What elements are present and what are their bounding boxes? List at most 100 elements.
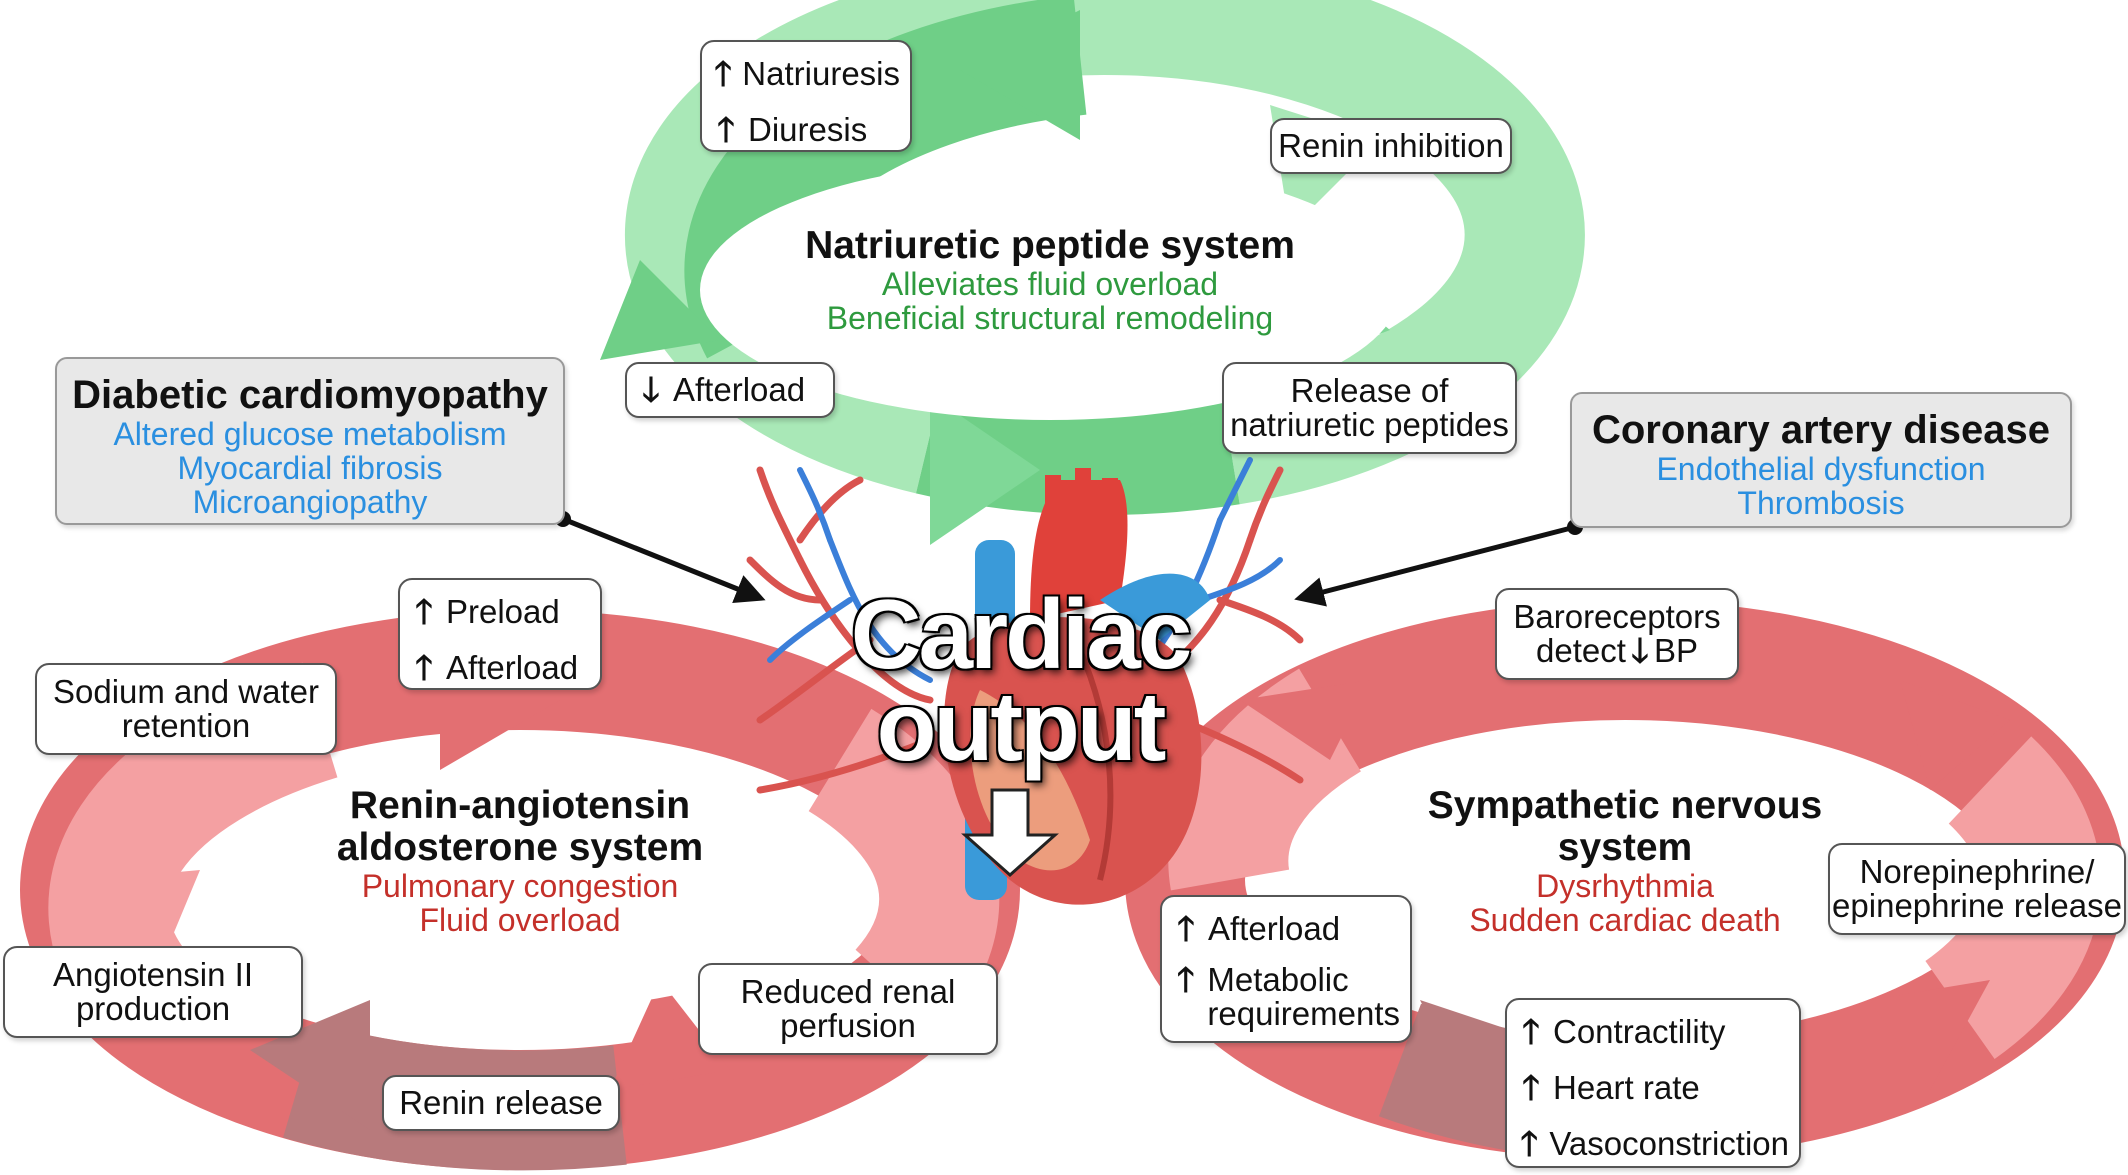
sns-sub1: Dysrhythmia [1536,868,1714,904]
raas-title-line2: aldosterone system [336,826,704,869]
release-natriuretic-box: Release of natriuretic peptides [1222,362,1517,454]
cardiac-output-label: Cardiac output [830,579,1210,781]
coronary-sub1: Endothelial dysfunction [1656,451,1986,487]
up-arrow-icon: 🡑 [717,110,735,150]
raas-title-line1: Renin-angiotensin [349,784,691,827]
baro-line1: Baroreceptors [1513,598,1721,635]
sns-afterload-row: 🡑Afterload [1172,901,1400,957]
sns-system-label: Sympathetic nervous system Dysrhythmia S… [1390,785,1860,938]
preload-text: Preload [446,593,560,630]
afterload-decrease-box: 🡓 Afterload [625,362,835,418]
renal-line1: Reduced renal [740,973,956,1010]
sns-sub2: Sudden cardiac death [1469,902,1781,938]
baro-detect-text: detect [1536,632,1626,669]
natriuretic-cycle-center [700,160,1400,420]
pulmonary-artery [1100,573,1210,640]
sns-cycle-center [1305,760,1945,1000]
vessels-left-blue [767,467,933,683]
aortic-branch-1 [1045,475,1061,515]
raas-sub2: Fluid overload [419,902,621,938]
raas-cycle-center [200,770,840,1010]
sns-afterload-text: Afterload [1208,910,1341,947]
diabetic-cardiomyopathy-box: Diabetic cardiomyopathy Altered glucose … [55,357,565,525]
green-arrowhead-bottom [930,395,1040,545]
release-line1: Release of [1290,372,1449,409]
cardiac-output-line1: Cardiac [850,579,1193,689]
natriuretic-sub1: Alleviates fluid overload [881,266,1219,302]
norepi-line1: Norepinephrine/ [1859,853,2095,890]
diabetic-sub2: Myocardial fibrosis [177,450,443,486]
sodium-water-retention-box: Sodium and water retention [35,663,337,755]
diabetic-sub3: Microangiopathy [192,484,428,520]
diabetic-title: Diabetic cardiomyopathy [72,373,548,417]
diuresis-text: Diuresis [748,111,868,148]
vasoconstriction-row: 🡑 Vasoconstriction [1517,1116,1789,1172]
up-arrow-icon: 🡑 [1176,960,1195,1000]
norepinephrine-release-box: Norepinephrine/ epinephrine release [1828,843,2126,935]
baro-bp-text: BP [1653,632,1698,669]
up-arrow-icon: 🡑 [1522,1068,1540,1108]
vasoconstriction-text: Vasoconstriction [1549,1125,1789,1162]
red-arrowhead-sns-top [1900,680,2010,790]
natriuresis-row: 🡑Natriuresis [712,46,900,102]
down-arrow-icon [961,788,1059,878]
up-arrow-icon: 🡑 [1520,1124,1538,1164]
green-arrowhead-top [960,10,1080,140]
angiotensin-production-box: Angiotensin II production [3,946,303,1038]
renin-release-text: Renin release [399,1084,603,1121]
baro-line2: detect🡓BP [1536,631,1698,671]
renin-inhibition-box: Renin inhibition [1270,118,1512,174]
baroreceptors-box: Baroreceptors detect🡓BP [1495,588,1739,680]
coronary-pointer-arrow [1294,519,1583,607]
natriuretic-sub2: Beneficial structural remodeling [826,300,1274,336]
angiotensin-line2: production [75,990,231,1027]
renin-release-box: Renin release [382,1075,620,1131]
release-line2: natriuretic peptides [1230,406,1509,443]
natriuresis-diuresis-box: 🡑Natriuresis 🡑 Diuresis [700,40,912,152]
aortic-branch-2 [1075,468,1091,508]
up-arrow-icon: 🡑 [415,592,433,632]
cardiac-output-line2: output [876,671,1167,781]
down-arrow-icon: 🡓 [642,370,660,410]
raas-afterload-text: Afterload [446,649,579,686]
diabetic-sub1: Altered glucose metabolism [113,416,507,452]
down-arrow-icon: 🡓 [1631,631,1649,671]
coronary-title: Coronary artery disease [1591,408,2050,452]
aortic-branch-3 [1102,478,1118,518]
angiotensin-line1: Angiotensin II [53,956,253,993]
coronary-vessel [1077,648,1114,881]
sodium-line2: retention [121,707,251,744]
sodium-line1: Sodium and water [53,673,319,710]
afterload-decrease-text: Afterload [673,371,806,408]
raas-afterload-row: 🡑 Afterload [410,640,590,696]
contractility-text: Contractility [1553,1013,1726,1050]
up-arrow-icon: 🡑 [415,648,433,688]
diuresis-row: 🡑 Diuresis [712,102,900,158]
contractility-row: 🡑 Contractility [1517,1004,1789,1060]
raas-sub1: Pulmonary congestion [361,868,679,904]
up-arrow-icon: 🡑 [1522,1012,1540,1052]
raas-system-label: Renin-angiotensin aldosterone system Pul… [290,784,750,938]
green-arrowhead-left [600,260,720,360]
heart-rate-text: Heart rate [1553,1069,1700,1106]
vessels-left-red [746,466,934,794]
natriuretic-title: Natriuretic peptide system [805,224,1295,267]
coronary-sub2: Thrombosis [1737,485,1905,521]
red-arrowhead-sns-left [1240,680,1370,760]
coronary-artery-disease-box: Coronary artery disease Endothelial dysf… [1570,392,2072,528]
metabolic-line2: requirements [1207,995,1400,1032]
up-arrow-icon: 🡑 [714,54,732,94]
natriuretic-system-label: Natriuretic peptide system Alleviates fl… [760,224,1340,336]
preload-row: 🡑 Preload [410,584,590,640]
red-arrowhead-raas-bottom [250,1000,370,1130]
sns-title-line2: system [1557,826,1693,869]
reduced-renal-perfusion-box: Reduced renal perfusion [698,963,998,1055]
metabolic-line1: Metabolic [1207,961,1349,998]
preload-afterload-box: 🡑 Preload 🡑 Afterload [398,578,602,690]
contractility-box: 🡑Contractility 🡑Heart rate 🡑Vasoconstric… [1505,998,1801,1168]
red-arrowhead-sns-right [1870,980,1990,1090]
red-arrowhead-raas-right [610,980,730,1090]
